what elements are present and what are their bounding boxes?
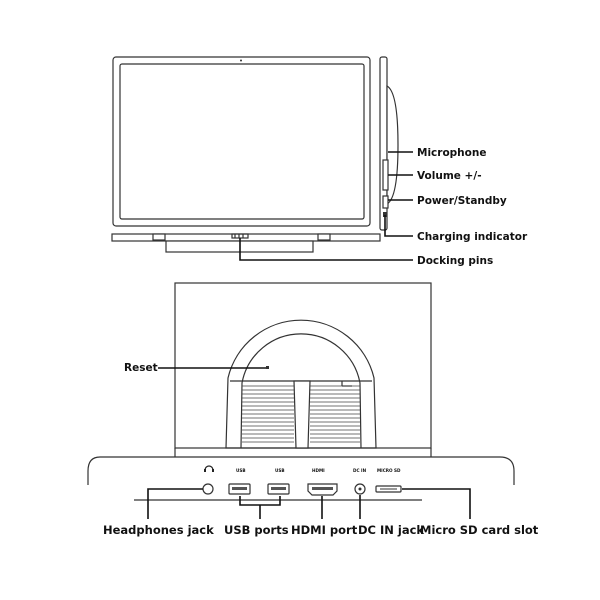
side-bulge bbox=[386, 84, 399, 206]
vent-grille-right bbox=[310, 385, 360, 443]
monitor-side-view bbox=[379, 56, 399, 231]
stand-foot-left bbox=[152, 233, 166, 241]
vent-grille-left bbox=[242, 385, 294, 443]
port-panel: USB USB HDMI DC IN MICRO SD bbox=[87, 448, 515, 501]
kickstand-ring bbox=[225, 319, 377, 449]
callout-volume: Volume +/- bbox=[417, 170, 482, 182]
callout-microsd: Micro SD card slot bbox=[420, 523, 539, 537]
headphones-jack-port bbox=[202, 483, 214, 495]
bottom-callouts: Headphones jack USB ports HDMI port DC I… bbox=[103, 488, 539, 537]
stand-foot-right bbox=[317, 233, 331, 241]
monitor-bezel bbox=[112, 56, 371, 227]
side-indicator bbox=[383, 212, 387, 217]
monitor-screen bbox=[119, 63, 365, 220]
callout-usb: USB ports bbox=[224, 523, 289, 537]
monitor-rear-view: Reset bbox=[124, 282, 432, 449]
callout-hdmi: HDMI port bbox=[291, 523, 358, 537]
callout-headphones: Headphones jack bbox=[103, 523, 214, 537]
side-button-volume bbox=[382, 159, 389, 191]
callout-charging: Charging indicator bbox=[417, 231, 528, 243]
callout-reset: Reset bbox=[124, 362, 158, 374]
port-panel-outline bbox=[100, 456, 515, 485]
callout-docking: Docking pins bbox=[417, 255, 493, 267]
callout-power: Power/Standby bbox=[417, 195, 507, 207]
port-label-dcin: DC IN bbox=[353, 468, 367, 473]
front-camera bbox=[240, 59, 242, 62]
port-label-microsd: MICRO SD bbox=[377, 468, 401, 473]
monitor-front-view bbox=[111, 56, 381, 253]
top-callouts: Microphone Volume +/- Power/Standby Char… bbox=[239, 147, 528, 267]
callout-microphone: Microphone bbox=[417, 147, 486, 159]
port-label-hdmi: HDMI bbox=[312, 468, 325, 473]
callout-dcin: DC IN jack bbox=[358, 523, 424, 537]
side-button-power bbox=[382, 195, 389, 209]
port-label-usb2: USB bbox=[275, 468, 285, 473]
port-label-usb1: USB bbox=[236, 468, 246, 473]
reset-button bbox=[266, 366, 269, 369]
headphones-icon bbox=[204, 465, 214, 472]
